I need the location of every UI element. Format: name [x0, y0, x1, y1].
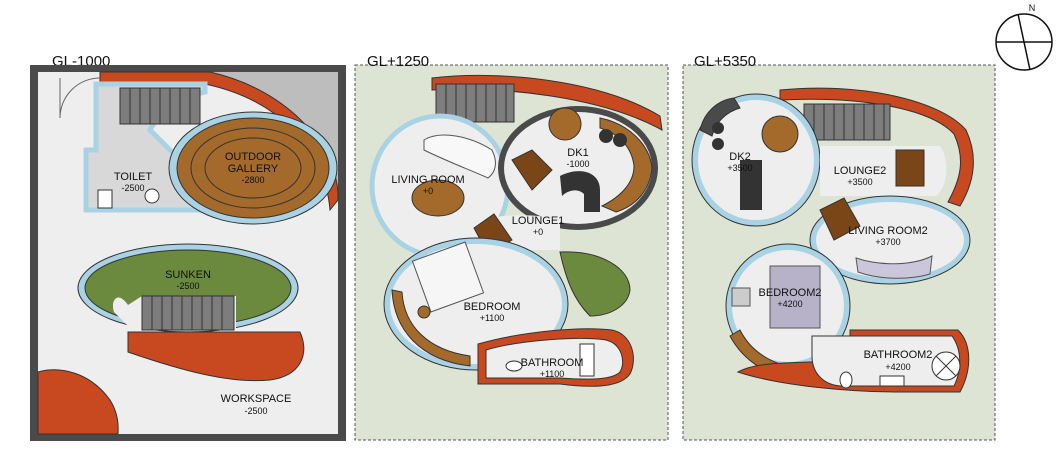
room-outdoor-gallery-level: -2800 [241, 175, 264, 185]
entry-door-swing [59, 77, 101, 119]
stair-gl-minus-1000 [119, 87, 201, 125]
room-sunken-name: SUNKEN [165, 269, 211, 281]
stair-to-lounge1 [511, 149, 553, 191]
room-lounge1-name: LOUNGE1 [512, 215, 565, 227]
curved-red-wall [99, 71, 339, 212]
outdoor-gallery [168, 111, 338, 225]
room-dk2-name: DK2 [729, 151, 750, 163]
toilet-fixture [97, 189, 113, 209]
room-toilet-name: TOILET [114, 171, 153, 183]
room-living-room2-level: +3700 [875, 237, 900, 247]
room-bedroom2-name: BEDROOM2 [759, 287, 822, 299]
dining-table-2 [761, 115, 799, 153]
room-bathroom2-name: BATHROOM2 [864, 349, 933, 361]
room-bathroom2-level: +4200 [885, 362, 910, 372]
level-label-gl-plus-5350: GL+5350 [694, 53, 756, 70]
room-bathroom-name: BATHROOM [521, 357, 584, 369]
sofa [423, 134, 496, 179]
coffee-table [411, 179, 465, 217]
room-living-room-level: +0 [423, 186, 433, 196]
sofa-2 [855, 255, 933, 279]
room-lounge2-level: +3500 [847, 177, 872, 187]
compass-north-label: N [1029, 3, 1036, 13]
dining-table [548, 107, 582, 141]
bed [411, 241, 485, 313]
stair-gl-plus-5350 [803, 103, 891, 141]
plan-gl-plus-5350: GL+5350 DK2 +3500 LOUNGE2 +3500 LIVING R… [682, 53, 996, 441]
room-living-room2-name: LIVING ROOM2 [848, 225, 927, 237]
room-bedroom-level: +1100 [480, 313, 505, 323]
sunken-area [77, 243, 299, 333]
room-dk1-level: -1000 [566, 159, 589, 169]
bedroom-wardrobe [391, 289, 471, 367]
red-bench [127, 331, 305, 382]
room-dk1-name: DK1 [567, 147, 588, 159]
room-bedroom-name: BEDROOM [464, 301, 521, 313]
sink-icon [144, 188, 160, 204]
curved-red-wall [779, 87, 974, 207]
red-counter [37, 369, 119, 435]
kitchen-island-2 [740, 160, 762, 210]
room-living-room-name: LIVING ROOM [391, 174, 464, 186]
room-lounge2-name: LOUNGE2 [834, 165, 887, 177]
garden-patch [559, 251, 631, 317]
exterior-ground [210, 72, 338, 200]
room-outdoor-gallery-name-2: GALLERY [228, 163, 279, 175]
room-toilet-level: -2500 [121, 183, 144, 193]
room-workspace-level: -2500 [244, 406, 267, 416]
kitchen-island [560, 171, 600, 212]
room-sunken-level: -2500 [176, 281, 199, 291]
room-bathroom-level: +1100 [540, 369, 565, 379]
plan-gl-plus-1250: GL+1250 LIVING ROOM +0 DK1 -1000 LOUNGE1 [354, 53, 669, 441]
level-label-gl-plus-1250: GL+1250 [367, 53, 429, 70]
north-arrow-compass: N [995, 3, 1053, 71]
plan-gl-minus-1000: GL-1000 TOILET -2500 OUTD [30, 53, 346, 441]
room-workspace-name: WORKSPACE [221, 393, 292, 405]
room-dk2-level: +3500 [727, 163, 752, 173]
bed-2 [769, 265, 821, 329]
kitchen-counter [599, 117, 653, 213]
room-bedroom2-level: +4200 [777, 299, 802, 309]
room-outdoor-gallery-name-1: OUTDOOR [225, 151, 281, 163]
room-lounge1-level: +0 [533, 227, 543, 237]
